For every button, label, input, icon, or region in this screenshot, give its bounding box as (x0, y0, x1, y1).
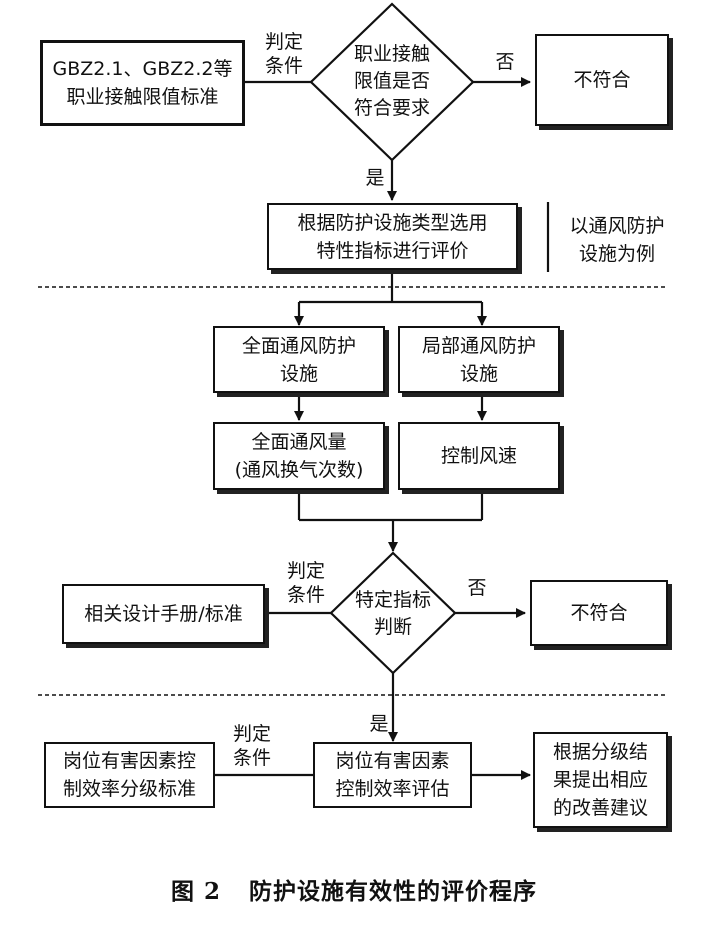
control-velocity-box: 控制风速 (398, 422, 560, 490)
noncompliant-box-1: 不符合 (535, 34, 669, 126)
figure-title: 防护设施有效性的评价程序 (249, 878, 537, 905)
ventilation-example-note: 以通风防护 设施为例 (569, 215, 665, 265)
standard-box: GBZ2.1、GBZ2.2等 职业接触限值标准 (40, 40, 245, 126)
general-ventilation-volume-box: 全面通风量 (通风换气次数) (213, 422, 385, 490)
judge-condition-label-1: 判定 条件 (264, 31, 303, 77)
no-label-1: 否 (495, 51, 515, 73)
figure-number: 图 2 (170, 878, 221, 905)
diamond-1-text: 职业接触 限值是否 符合要求 (353, 43, 430, 119)
no-label-2: 否 (467, 577, 487, 599)
select-indicator-box: 根据防护设施类型选用 特性指标进行评价 (267, 203, 518, 270)
local-ventilation-box: 局部通风防护 设施 (398, 326, 560, 393)
efficiency-evaluation-box: 岗位有害因素 控制效率评估 (313, 742, 472, 808)
judge-condition-label-3: 判定 条件 (232, 723, 271, 769)
yes-label-1: 是 (365, 167, 385, 189)
design-manual-box: 相关设计手册/标准 (62, 584, 265, 644)
judge-condition-label-2: 判定 条件 (286, 560, 325, 606)
yes-label-2: 是 (369, 713, 389, 735)
diamond-2-text: 特定指标 判断 (354, 589, 431, 638)
figure-caption: 图 2 防护设施有效性的评价程序 (0, 872, 708, 906)
grading-standard-box: 岗位有害因素控 制效率分级标准 (44, 742, 215, 808)
noncompliant-box-2: 不符合 (530, 580, 668, 646)
improvement-suggestion-box: 根据分级结 果提出相应 的改善建议 (533, 732, 668, 828)
general-ventilation-box: 全面通风防护 设施 (213, 326, 385, 393)
